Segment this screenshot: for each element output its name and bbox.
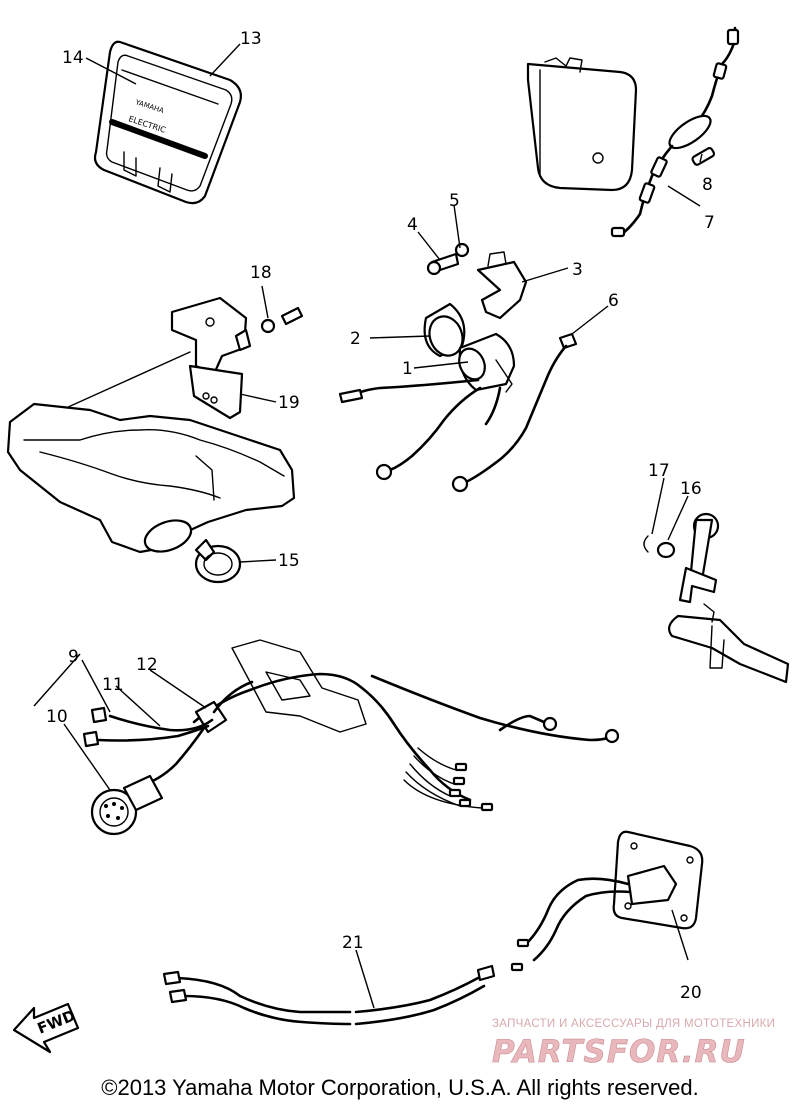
leader-lines bbox=[33, 43, 703, 1009]
callout-15: 15 bbox=[278, 551, 300, 571]
throttle-linkage bbox=[643, 512, 790, 684]
callout-19: 19 bbox=[278, 393, 300, 413]
starter-solenoid bbox=[338, 302, 516, 481]
callout-3: 3 bbox=[572, 260, 583, 280]
fwd-arrow: FWD bbox=[12, 1002, 80, 1054]
callout-numbers: 13 14 5 4 3 2 1 6 8 7 18 19 15 17 16 9 1… bbox=[46, 29, 715, 1003]
callout-9: 9 bbox=[68, 647, 79, 667]
callout-5: 5 bbox=[449, 191, 460, 211]
callout-20: 20 bbox=[680, 983, 702, 1003]
callout-4: 4 bbox=[407, 215, 418, 235]
callout-8: 8 bbox=[702, 175, 713, 195]
watermark-brand: PARTSFOR.RU bbox=[492, 1034, 746, 1070]
watermark: ЗАПЧАСТИ И АКСЕССУАРЫ ДЛЯ МОТОТЕХНИКИ PA… bbox=[492, 1018, 775, 1070]
junction-box bbox=[526, 57, 638, 192]
battery-cable bbox=[451, 332, 578, 493]
callout-6: 6 bbox=[608, 291, 619, 311]
callout-16: 16 bbox=[680, 479, 702, 499]
callout-21: 21 bbox=[342, 933, 364, 953]
callout-14: 14 bbox=[62, 48, 84, 68]
callout-12: 12 bbox=[136, 655, 158, 675]
callout-2: 2 bbox=[350, 329, 361, 349]
fuse-holder-wire bbox=[610, 26, 740, 238]
solenoid-bracket-hardware bbox=[426, 242, 528, 320]
grommet bbox=[194, 538, 242, 584]
mount-bracket bbox=[170, 296, 304, 420]
main-harness bbox=[82, 639, 620, 836]
bottom-cowling bbox=[6, 351, 296, 554]
stop-switch-lead bbox=[162, 964, 496, 1026]
callout-1: 1 bbox=[402, 359, 413, 379]
kill-switch-panel bbox=[510, 830, 704, 972]
callout-11: 11 bbox=[102, 675, 124, 695]
callout-18: 18 bbox=[250, 263, 272, 283]
callout-10: 10 bbox=[46, 707, 68, 727]
callout-13: 13 bbox=[240, 29, 262, 49]
copyright-notice: ©2013 Yamaha Motor Corporation, U.S.A. A… bbox=[101, 1075, 698, 1100]
callout-17: 17 bbox=[648, 461, 670, 481]
callout-7: 7 bbox=[704, 213, 715, 233]
watermark-tagline: ЗАПЧАСТИ И АКСЕССУАРЫ ДЛЯ МОТОТЕХНИКИ bbox=[492, 1018, 775, 1030]
